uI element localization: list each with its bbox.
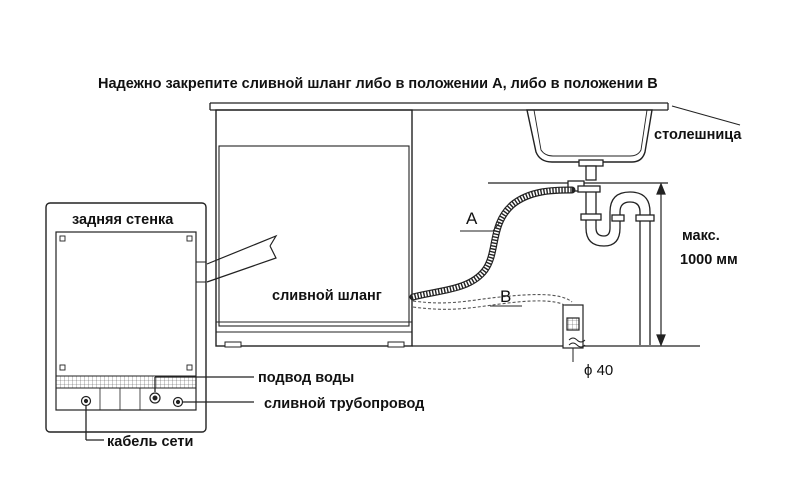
diameter-label: ϕ 40 (584, 362, 613, 379)
standpipe (562, 304, 586, 349)
dishwasher (215, 109, 413, 348)
countertop-label: столешница (654, 127, 742, 143)
countertop (209, 102, 669, 111)
max-height-label-2: 1000 мм (680, 252, 738, 268)
water-inlet-label: подвод воды (258, 370, 354, 386)
back-panel-leaders (85, 376, 254, 441)
power-cable-label: кабель сети (107, 434, 193, 450)
back-wall-label: задняя стенка (72, 212, 174, 228)
position-a-leader (492, 221, 501, 232)
drain-hose-b (412, 294, 573, 304)
countertop-pointer (671, 105, 741, 126)
position-a-label: A (466, 209, 478, 228)
position-b-label: B (500, 287, 511, 306)
sink (526, 109, 653, 163)
drain-hose-label: сливной шланг (272, 288, 382, 304)
drain-hose-b-outline (412, 300, 567, 310)
drain-pipe-label: сливной трубопровод (264, 396, 424, 412)
drain-hose-a (412, 187, 573, 300)
max-height-label-1: макс. (682, 228, 720, 244)
callout-wedge (206, 234, 278, 283)
diagram-title: Надежно закрепите сливной шланг либо в п… (98, 76, 658, 92)
sink-trap (567, 159, 655, 345)
back-wall-panel (45, 202, 207, 433)
